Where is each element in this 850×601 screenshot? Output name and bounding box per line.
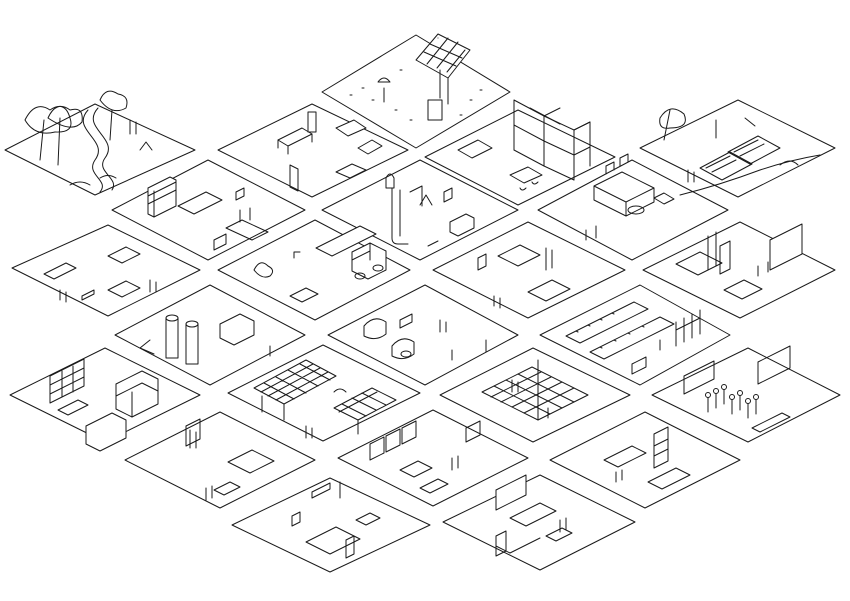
tile-garden-plots xyxy=(640,100,835,197)
tile-truck-yard xyxy=(218,220,410,320)
tile-machine-plant xyxy=(538,154,728,260)
tile-solar-array xyxy=(228,345,420,441)
board-icon xyxy=(770,224,802,270)
tile-dining-tables xyxy=(12,225,200,316)
tile-construction-frame xyxy=(425,100,615,205)
solar-panel-icon xyxy=(416,34,470,104)
pipe-icon xyxy=(392,186,422,244)
conveyor-icon xyxy=(566,302,674,359)
tile-meeting-room xyxy=(125,412,315,508)
tile-classroom-board xyxy=(643,222,835,318)
table-icon xyxy=(108,247,140,297)
shelf-icon xyxy=(148,177,176,217)
tile-seminar-room xyxy=(443,475,635,570)
door-icon xyxy=(346,536,354,558)
tile-assembly-line xyxy=(540,285,730,385)
counter-icon xyxy=(604,446,690,489)
people-icon xyxy=(706,385,759,419)
tile-lecture-crowd xyxy=(652,346,840,442)
booth-icon xyxy=(370,421,416,460)
tile-storage-lockers xyxy=(10,348,200,451)
desk-icon xyxy=(278,120,366,154)
chair-icon xyxy=(190,430,212,500)
tree-icon xyxy=(25,91,127,165)
tile-office-desks xyxy=(218,104,408,197)
court-icon xyxy=(482,367,588,420)
garden-bed-icon xyxy=(700,136,780,180)
tile-empty-room xyxy=(232,478,430,572)
bench-icon xyxy=(498,245,570,301)
truck-icon xyxy=(316,226,386,279)
tank-icon xyxy=(166,315,198,364)
locker-icon xyxy=(50,359,158,451)
tile-kitchen-workroom xyxy=(112,160,305,260)
screen-icon xyxy=(496,475,526,510)
